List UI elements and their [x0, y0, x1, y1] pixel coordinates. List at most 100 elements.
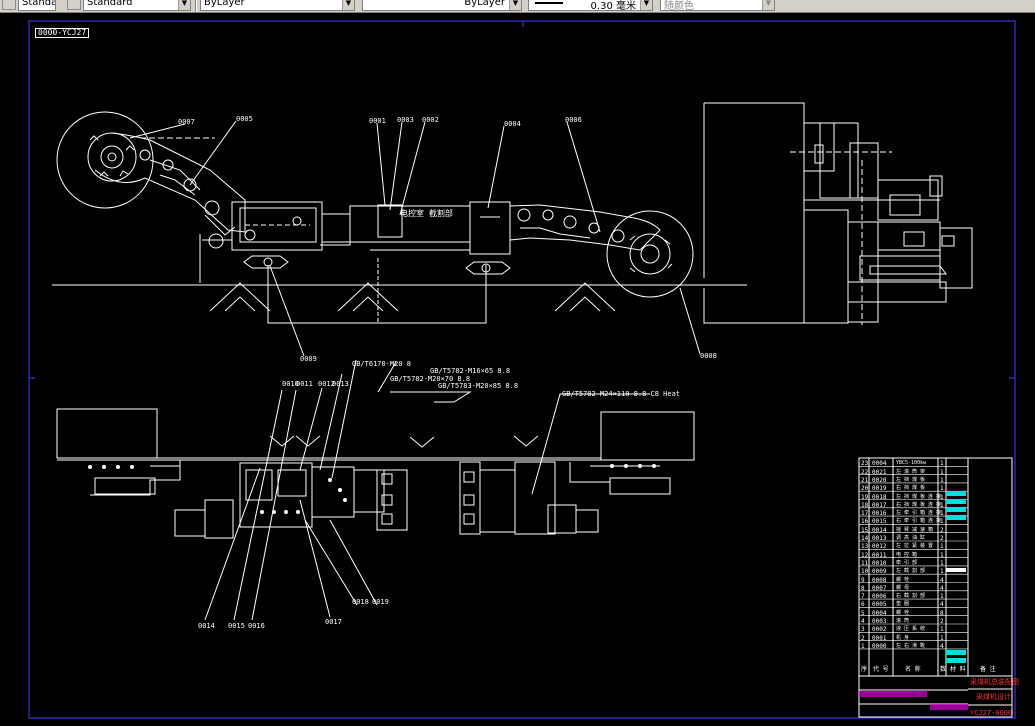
parts-row-code: 0000 — [872, 642, 887, 650]
parts-row-qty: 4 — [940, 584, 944, 592]
callout-label: 0004 — [504, 120, 521, 128]
fastener-note: GB/T5782-M20×70 8.8 — [390, 375, 471, 383]
parts-row-seq: 13 — [861, 543, 869, 551]
header-seq: 序 — [861, 666, 868, 673]
parts-row-seq: 14 — [861, 535, 869, 542]
parts-row-seq: 1 — [861, 642, 865, 650]
parts-row-qty: 8 — [940, 609, 944, 617]
parts-row-name: 调 高 油 缸 — [896, 535, 926, 541]
drawing-number: YCJ27-0000 — [970, 709, 1013, 717]
parts-row-name: 右 牵 引 箱 连 接 — [896, 518, 942, 525]
parts-row-name: 左 牵 引 箱 连 接 — [896, 510, 942, 517]
parts-row-code: 0021 — [872, 468, 887, 476]
text-style-icon[interactable] — [2, 0, 16, 10]
parts-row-qty: 1 — [940, 543, 944, 551]
lineweight-value: 0.30 毫米 — [590, 1, 636, 11]
parts-row-seq: 11 — [861, 559, 869, 567]
parts-row-name: 螺 栓 — [896, 609, 910, 616]
parts-row-name: 机 身 — [896, 634, 910, 641]
parts-row-name: 牵 引 部 — [896, 559, 918, 566]
chevron-down-icon[interactable]: ▼ — [509, 0, 521, 10]
parts-row-seq: 18 — [861, 501, 869, 509]
parts-row-name: 螺 栓 — [896, 576, 910, 583]
parts-row-qty: 4 — [940, 576, 944, 584]
left-drum — [56, 111, 154, 209]
parts-row-qty: 1 — [940, 460, 944, 468]
callout-label: 0014 — [198, 622, 215, 630]
header-remark: 备 注 — [980, 666, 996, 673]
parts-row-code: 0015 — [872, 518, 887, 526]
parts-row-code: 0004 — [872, 460, 887, 468]
parts-row-qty: 4 — [940, 642, 944, 650]
header-material: 材 料 — [950, 666, 966, 673]
drawing-code-label: 0000-YCJ27 — [35, 28, 90, 38]
callout-label: 0003 — [397, 116, 414, 124]
parts-row-name: 左 截 割 部 — [896, 568, 926, 575]
parts-row-name: 右 截 割 部 — [896, 593, 926, 600]
parts-row-code: 0017 — [872, 501, 887, 509]
chevron-down-icon[interactable]: ▼ — [762, 0, 774, 10]
parts-row-seq: 4 — [861, 618, 865, 625]
callout-label: 0017 — [325, 618, 342, 626]
callout-label: 0010 — [282, 380, 299, 388]
parts-row-qty: 1 — [940, 501, 944, 509]
header-code: 代 号 — [873, 666, 889, 673]
callout-label: 0002 — [422, 116, 439, 124]
guide-shoe-right — [465, 261, 511, 275]
callout-label: 0019 — [372, 598, 389, 606]
leader-lines-top — [129, 120, 701, 357]
parts-row-code: 0019 — [872, 485, 887, 493]
drawing-title: 采煤机总装配图 — [970, 678, 1019, 686]
chevron-down-icon[interactable]: ▼ — [640, 0, 652, 10]
text-style-combo[interactable]: Standard — [18, 0, 56, 11]
toolbar-separator — [195, 0, 197, 12]
chevron-down-icon[interactable]: ▼ — [342, 0, 354, 10]
haulage-chain — [267, 265, 487, 324]
parts-row-seq: 16 — [861, 518, 869, 526]
parts-row-qty: 1 — [940, 626, 944, 634]
linetype-value: ByLayer — [464, 0, 505, 8]
parts-row-seq: 3 — [861, 626, 865, 634]
parts-row-seq: 10 — [861, 568, 869, 576]
color-combo[interactable]: ByLayer ▼ — [200, 0, 355, 11]
callout-label: 0018 — [352, 598, 369, 606]
guide-shoe-left — [243, 255, 289, 269]
parts-row-seq: 21 — [861, 476, 869, 484]
callout-label: 0001 — [369, 117, 386, 125]
parts-row-code: 0012 — [872, 543, 887, 551]
parts-row-qty: 1 — [940, 493, 944, 501]
parts-row-code: 0007 — [872, 584, 887, 592]
dim-style-combo[interactable]: Standard ▼ — [83, 0, 191, 11]
parts-row-code: 0006 — [872, 593, 887, 601]
parts-row-name: 左 滚 筒 架 — [896, 468, 926, 475]
header-qty: 数 — [940, 666, 947, 673]
parts-row-name: 垫 圈 — [896, 601, 910, 608]
parts-row-qty: 1 — [940, 559, 944, 567]
parts-row-name: 右 挡 煤 板 — [896, 485, 926, 492]
parts-row-seq: 12 — [861, 551, 869, 559]
drawing-canvas[interactable] — [0, 13, 1035, 726]
right-drum — [606, 210, 694, 298]
parts-row-seq: 15 — [861, 526, 869, 534]
lineweight-swatch — [535, 2, 563, 4]
parts-row-code: 0005 — [872, 601, 887, 609]
lineweight-combo[interactable]: 0.30 毫米 ▼ — [528, 0, 653, 11]
chevron-down-icon[interactable]: ▼ — [178, 0, 190, 10]
callout-label: 0016 — [248, 622, 265, 630]
parts-row-name: 液 压 系 统 — [896, 626, 926, 633]
parts-row-qty: 1 — [940, 518, 944, 526]
parts-row-code: 0001 — [872, 634, 887, 642]
parts-row-code: 0009 — [872, 568, 887, 576]
dim-style-icon[interactable] — [67, 0, 81, 10]
parts-row-code: 0002 — [872, 626, 887, 634]
side-view — [703, 102, 973, 325]
linetype-combo[interactable]: ByLayer ▼ — [362, 0, 522, 11]
school-name: 采煤机设计 — [976, 693, 1011, 701]
parts-row-name: 螺 母 — [896, 584, 910, 591]
plot-style-value: 随颜色 — [664, 1, 694, 11]
parts-row-name: 摇 臂 减 速 箱 — [896, 526, 934, 533]
plot-style-combo[interactable]: 随颜色 ▼ — [660, 0, 775, 11]
machine-body — [199, 201, 511, 283]
paper-border — [28, 20, 1016, 719]
top-view — [56, 408, 695, 539]
